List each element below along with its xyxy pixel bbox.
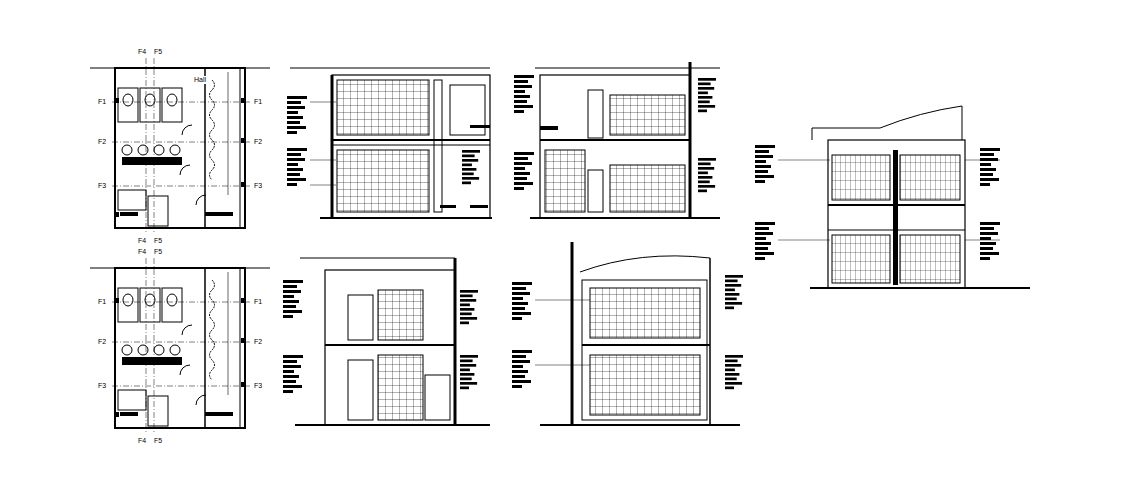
- grid-label: F5: [153, 248, 163, 256]
- grid-label: F4: [137, 248, 147, 256]
- grid-label: F2: [253, 338, 263, 346]
- grid-label: F2: [97, 138, 107, 146]
- grid-label: F4: [137, 48, 147, 56]
- floor-plan: [90, 58, 270, 234]
- grid-label: F5: [153, 48, 163, 56]
- grid-label: F4: [137, 237, 147, 245]
- grid-label: F3: [97, 182, 107, 190]
- elevation: [287, 68, 492, 218]
- grid-label: F2: [253, 138, 263, 146]
- grid-label: F3: [253, 382, 263, 390]
- grid-label: F1: [97, 298, 107, 306]
- grid-label: F1: [253, 298, 263, 306]
- grid-label: F3: [253, 182, 263, 190]
- grid-label: F1: [253, 98, 263, 106]
- elevation: [755, 106, 1030, 288]
- grid-label: F4: [137, 437, 147, 445]
- grid-label: F5: [153, 437, 163, 445]
- grid-label: F5: [153, 237, 163, 245]
- floor-plan: [90, 258, 270, 434]
- grid-label: F2: [97, 338, 107, 346]
- grid-label: F1: [97, 98, 107, 106]
- elevation: [283, 258, 490, 425]
- grid-label: F3: [97, 382, 107, 390]
- room-name: Hall: [193, 76, 207, 84]
- elevation: [514, 62, 720, 218]
- elevation: [512, 242, 743, 425]
